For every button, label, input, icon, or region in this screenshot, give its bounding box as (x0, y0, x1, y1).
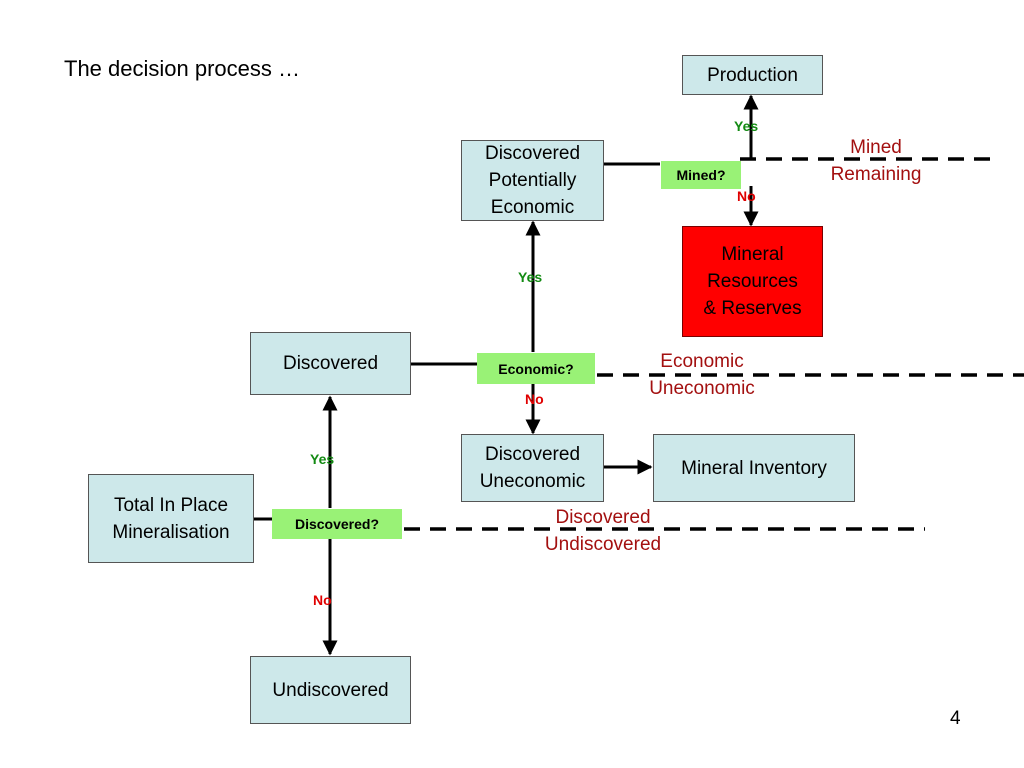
economic-label: Economic (660, 351, 744, 372)
discovered-label: Discovered (555, 507, 651, 528)
undiscovered-box: Undiscovered (250, 656, 411, 724)
uneconomic-label: Uneconomic (649, 378, 755, 399)
remaining-label: Remaining (830, 164, 922, 185)
mined-yes-label: Yes (734, 118, 759, 134)
page-number: 4 (950, 708, 961, 729)
discovered-uneconomic-box: Discovered Uneconomic (461, 434, 604, 502)
slide-title: The decision process … (64, 56, 300, 81)
discovered-undiscovered-label: Discovered Undiscovered (526, 504, 680, 558)
total-in-place-mineralisation-box: Total In Place Mineralisation (88, 474, 254, 563)
economic-uneconomic-label: Economic Uneconomic (632, 348, 772, 402)
mined-label: Mined (850, 137, 902, 158)
mineral-inventory-box: Mineral Inventory (653, 434, 855, 502)
undiscovered-label: Undiscovered (544, 534, 662, 555)
mined-remaining-label: Mined Remaining (816, 134, 936, 188)
mined-no-label: No (737, 188, 756, 204)
discovered-yes-label: Yes (310, 451, 335, 467)
economic-no-label: No (525, 391, 544, 407)
discovered-potentially-economic-box: Discovered Potentially Economic (461, 140, 604, 221)
discovered-box: Discovered (250, 332, 411, 395)
discovered-decision: Discovered? (272, 509, 402, 539)
mined-decision: Mined? (661, 161, 741, 189)
production-box: Production (682, 55, 823, 95)
economic-decision: Economic? (477, 353, 595, 384)
mineral-resources-reserves-box: Mineral Resources & Reserves (682, 226, 823, 337)
economic-yes-label: Yes (518, 269, 543, 285)
discovered-no-label: No (313, 592, 332, 608)
